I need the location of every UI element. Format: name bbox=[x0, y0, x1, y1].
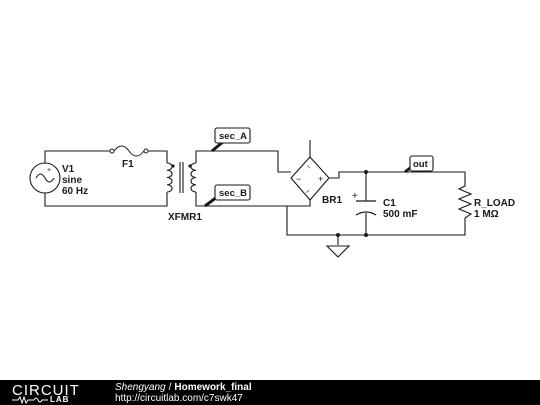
fuse-element-icon bbox=[113, 145, 145, 157]
capacitor-c1[interactable]: + C1 500 mF bbox=[352, 191, 417, 220]
transformer-name: XFMR1 bbox=[168, 212, 202, 223]
capacitor-name: C1 bbox=[383, 198, 396, 209]
resistor-value: 1 MΩ bbox=[474, 209, 499, 220]
wire-secondary-bottom bbox=[195, 192, 311, 207]
resistor-r-load[interactable]: R_LOAD 1 MΩ bbox=[457, 182, 515, 223]
logo-text-top: CIRCUIT bbox=[12, 382, 80, 399]
bridge-diamond-icon bbox=[290, 156, 330, 201]
source-name: V1 bbox=[62, 164, 75, 175]
footer-circuit-info: Shengyang/Homework_final bbox=[115, 382, 252, 393]
bridge-rectifier-br1[interactable]: ~ ~ − + BR1 bbox=[290, 156, 342, 206]
svg-text:−: − bbox=[296, 174, 301, 184]
capacitor-value: 500 mF bbox=[383, 209, 417, 220]
net-label-sec-a[interactable]: sec_A bbox=[211, 127, 251, 153]
source-type: sine bbox=[62, 175, 82, 186]
polarity-dot-icon bbox=[171, 164, 175, 168]
fuse-terminal-icon bbox=[109, 148, 115, 154]
ground-symbol[interactable] bbox=[325, 245, 351, 258]
circuit-url-link[interactable]: http://circuitlab.com/c7swk47 bbox=[115, 393, 243, 404]
source-frequency: 60 Hz bbox=[62, 186, 88, 197]
resistor-zigzag-icon bbox=[457, 182, 473, 223]
footer-bar: CIRCUIT LAB Shengyang/Homework_final htt… bbox=[0, 380, 540, 405]
author-link[interactable]: Shengyang bbox=[115, 382, 166, 393]
wire-secondary-top bbox=[195, 150, 291, 173]
junction-dot bbox=[364, 170, 368, 174]
capacitor-plate-curved-icon bbox=[355, 211, 377, 216]
svg-text:~: ~ bbox=[303, 186, 313, 196]
logo-text-bottom: LAB bbox=[50, 395, 70, 404]
wire-fuse-to-xfmr bbox=[148, 150, 168, 163]
fuse-terminal-icon bbox=[143, 148, 149, 154]
net-label-sec-b[interactable]: sec_B bbox=[204, 184, 251, 208]
net-label-text: sec_A bbox=[219, 131, 247, 142]
circuitlab-logo[interactable]: CIRCUIT LAB bbox=[12, 382, 98, 404]
junction-dot bbox=[364, 233, 368, 237]
svg-text:+: + bbox=[47, 167, 51, 174]
wire-bridge-plus bbox=[329, 171, 466, 182]
net-label-out[interactable]: out bbox=[404, 155, 434, 174]
net-label-text: sec_B bbox=[219, 188, 247, 199]
circuit-title[interactable]: Homework_final bbox=[174, 382, 252, 393]
resistor-name: R_LOAD bbox=[474, 198, 515, 209]
svg-text:+: + bbox=[318, 174, 323, 184]
fuse-f1[interactable]: F1 bbox=[109, 145, 149, 170]
transformer-xfmr1[interactable]: XFMR1 bbox=[166, 162, 202, 223]
fuse-name: F1 bbox=[122, 159, 134, 170]
wire-ground-return bbox=[286, 206, 466, 236]
path-separator: / bbox=[168, 382, 172, 393]
source-v1[interactable]: + V1 sine 60 Hz bbox=[29, 162, 88, 197]
wire-source-top bbox=[44, 150, 110, 163]
junction-dot bbox=[336, 233, 340, 237]
wire-source-bottom bbox=[44, 192, 168, 207]
polarity-dot-icon bbox=[188, 164, 192, 168]
secondary-coil-icon bbox=[190, 162, 197, 193]
ground-icon bbox=[325, 245, 351, 258]
logo-wave-icon bbox=[12, 396, 48, 404]
primary-coil-icon bbox=[166, 162, 173, 193]
bridge-name: BR1 bbox=[322, 195, 342, 206]
schematic-canvas: + V1 sine 60 Hz F1 XFMR1 sec_A sec_B ~ ~ bbox=[29, 127, 515, 258]
capacitor-polarity: + bbox=[352, 191, 358, 202]
sine-wave-icon bbox=[35, 173, 55, 183]
svg-text:~: ~ bbox=[304, 162, 314, 172]
net-label-text: out bbox=[413, 159, 429, 170]
